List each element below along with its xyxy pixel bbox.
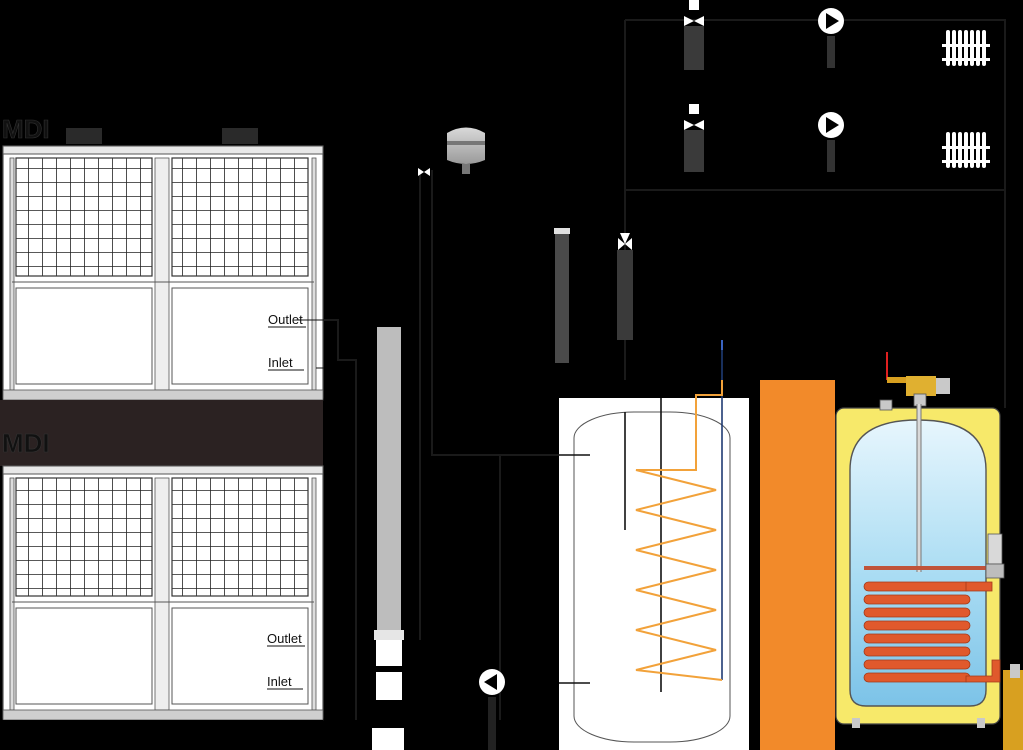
unit-base-band [0,400,323,466]
boiler-heating-coil [863,581,1001,683]
fan-grille-top-right [171,157,309,277]
fan-grille-bottom-left [15,477,153,597]
buffer-tank-coil [635,380,723,681]
inlet-label-bottom: Inlet [267,674,292,689]
outlet-label-bottom: Outlet [267,631,302,646]
unit-title-top: MDI [2,114,50,144]
mixing-valve-icon [617,233,633,340]
hot-water-boiler [835,352,1023,750]
fan-grille-top-left [15,157,153,277]
outlet-label-top: Outlet [268,312,303,327]
heat-pump-unit-bottom: MDI Outlet Inlet [2,428,324,721]
filter-column [555,228,569,363]
expansion-tank-icon [447,127,485,174]
radiator-icon [942,30,990,66]
pump-icon[interactable] [479,669,505,750]
buffer-tank [559,340,749,750]
orange-pipe-block [760,380,835,750]
valve-icon [684,0,704,172]
pump-icon[interactable] [818,8,844,68]
pump-icon[interactable] [818,112,844,172]
valve-icon [418,168,430,176]
fan-grille-bottom-right [171,477,309,597]
buffer-column [377,327,401,630]
heat-pump-unit-top: MDI Outlet Inlet [2,114,324,401]
inlet-label-top: Inlet [268,355,293,370]
radiator-icon [942,132,990,168]
unit-title-bottom: MDI [2,428,50,458]
